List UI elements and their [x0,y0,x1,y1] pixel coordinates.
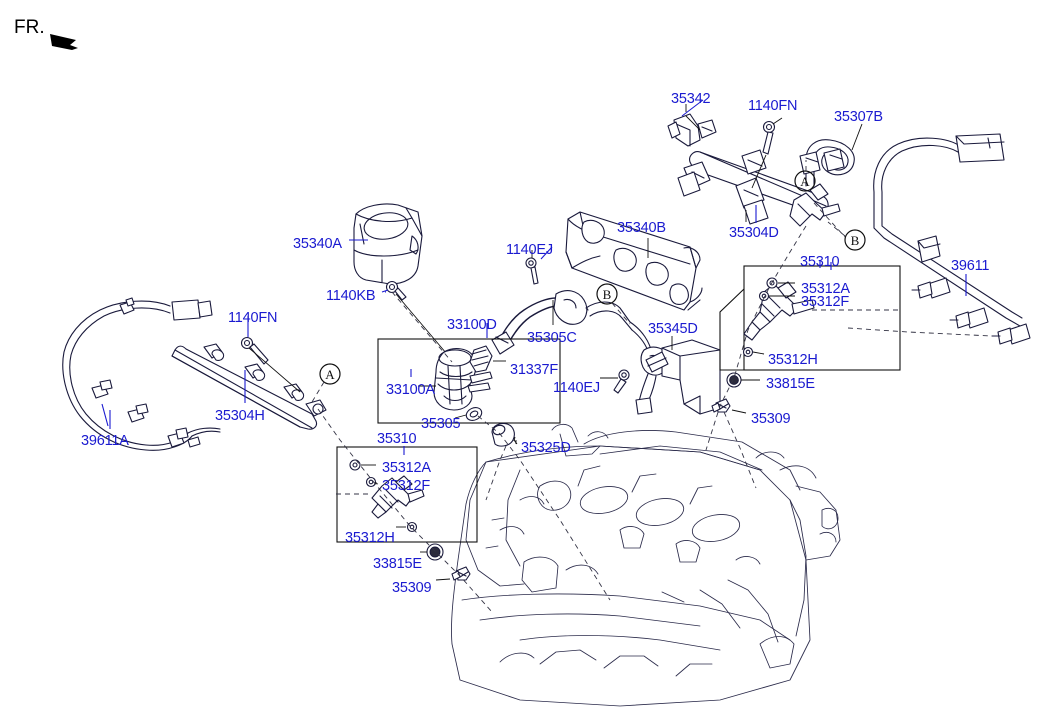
o-ring-35312h-left [396,521,418,533]
fuel-rail-left [171,336,327,430]
damper-35325d [491,422,517,447]
svg-text:B: B [851,233,860,248]
seal-35312f-left [365,476,378,488]
part-label-35340b: 35340B [617,220,666,236]
part-label-33815e-right: 33815E [766,376,815,392]
throttle-cover-35340a [353,203,423,285]
detail-box-pump [377,338,561,424]
part-label-35325d: 35325D [521,440,571,456]
part-label-35342: 35342 [671,91,711,107]
part-label-1140kb: 1140KB [326,288,376,304]
bracket-35345d [645,336,721,415]
part-label-35312a-right: 35312A [801,281,850,297]
svg-text:B: B [603,287,612,302]
filter-31337f [469,345,506,373]
part-label-35310-right: 35310 [800,254,840,270]
part-label-35309-left: 35309 [392,580,432,596]
part-label-39611: 39611 [951,258,990,274]
bolt-1140kb [385,280,453,361]
fuel-pressure-sensor-35342 [667,104,717,147]
bolt-1140ej-mid [600,369,630,394]
part-label-35309-right: 35309 [751,411,791,427]
fuel-hose-35307b [799,123,863,187]
bolt-1140ej-top [525,250,539,285]
injector-35310-right [743,281,815,341]
part-label-35312f-right: 35312F [801,294,849,310]
injector-cover-35340b [565,211,703,311]
orientation-label: FR. [14,17,45,38]
wiring-harness-left [62,297,221,451]
part-label-35312a-left: 35312A [382,460,431,476]
part-label-35304h: 35304H [215,408,265,424]
callout-marker-b-center: B [596,283,631,325]
part-label-35305: 35305 [421,416,461,432]
part-label-35312h-right: 35312H [768,352,818,368]
part-label-1140fn-top: 1140FN [748,98,798,114]
callout-marker-a-top: A [794,160,816,192]
part-label-33100a: 33100A [386,382,435,398]
part-label-31337f: 31337F [510,362,558,378]
part-label-33100d: 33100D [447,317,497,333]
part-label-35307b: 35307B [834,109,883,125]
engine-block-illustration [451,423,841,707]
svg-text:A: A [325,367,335,382]
detail-box-injector-left [336,446,478,543]
part-label-35305c: 35305C [527,330,577,346]
front-arrow-icon [50,34,78,50]
part-label-35340a: 35340A [293,236,342,252]
grommet-33815e-left [420,543,444,561]
part-label-35312h-left: 35312H [345,530,395,546]
callout-marker-b-top: B [827,221,866,251]
injector-clip-35309-left [435,566,471,581]
callout-marker-a-left: A [311,363,341,403]
fuel-pipe-33100d [491,297,559,355]
grommet-33815e-right [726,372,760,388]
bolt-1140fn-left [240,336,269,365]
svg-text:A: A [800,174,810,189]
o-ring-35312h-right [742,346,765,358]
part-label-35345d: 35345D [648,321,698,337]
part-label-33815e-left: 33815E [373,556,422,572]
part-label-1140ej-top: 1140EJ [506,242,553,258]
wiring-harness-right [873,133,1031,345]
part-label-35312f-left: 35312F [382,478,430,494]
seal-35305 [454,407,483,421]
injector-on-rail-right [789,183,841,227]
part-label-1140fn-left: 1140FN [228,310,278,326]
part-label-35310-center: 35310 [377,431,417,447]
high-pressure-pump-33100a [433,348,493,411]
part-label-35304d: 35304D [729,225,779,241]
injector-clip-35309-right [711,398,747,414]
bolt-1140fn-top [751,117,783,189]
injector-35310-left [371,475,425,519]
part-label-1140ej-mid: 1140EJ [553,380,600,396]
part-label-39611a: 39611A [81,433,129,449]
